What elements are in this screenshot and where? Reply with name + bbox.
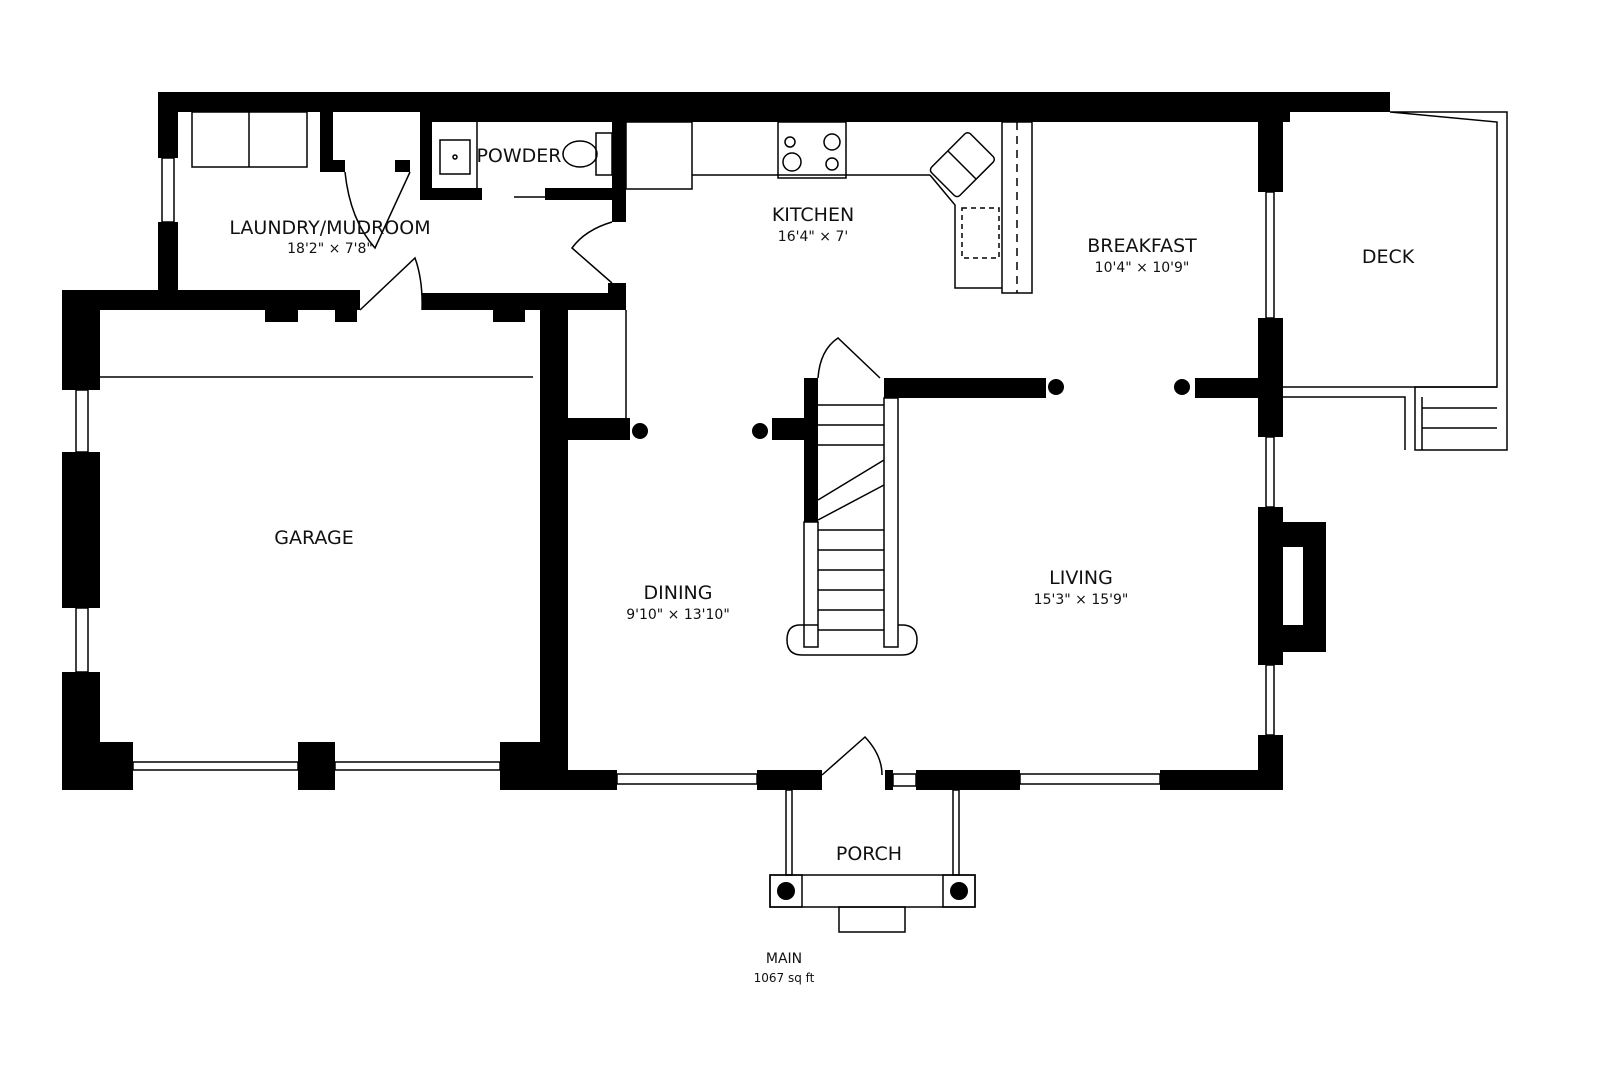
room-name-living: LIVING <box>1049 567 1113 589</box>
room-name-powder: POWDER <box>476 145 561 167</box>
room-name-kitchen: KITCHEN <box>772 204 854 226</box>
room-dims-breakfast: 10'4" × 10'9" <box>1095 260 1190 276</box>
room-name-porch: PORCH <box>836 843 902 865</box>
deck-outline <box>1283 111 1508 451</box>
floor-area: 1067 sq ft <box>754 971 815 985</box>
room-name-breakfast: BREAKFAST <box>1087 235 1197 257</box>
porch-outline <box>769 789 976 933</box>
floor-name: MAIN <box>766 951 802 967</box>
walls <box>62 92 1390 790</box>
room-name-dining: DINING <box>644 582 713 604</box>
staircase[interactable] <box>786 397 918 656</box>
room-dims-kitchen: 16'4" × 7' <box>778 229 848 245</box>
doors <box>344 171 883 776</box>
room-dims-dining: 9'10" × 13'10" <box>626 607 730 623</box>
room-name-laundry: LAUNDRY/MUDROOM <box>229 217 430 239</box>
room-name-garage: GARAGE <box>274 527 354 549</box>
room-dims-living: 15'3" × 15'9" <box>1034 592 1129 608</box>
fixtures <box>100 111 1033 418</box>
fireplace-opening <box>1283 547 1303 625</box>
room-dims-laundry: 18'2" × 7'8" <box>287 241 373 257</box>
room-name-deck: DECK <box>1362 246 1415 268</box>
